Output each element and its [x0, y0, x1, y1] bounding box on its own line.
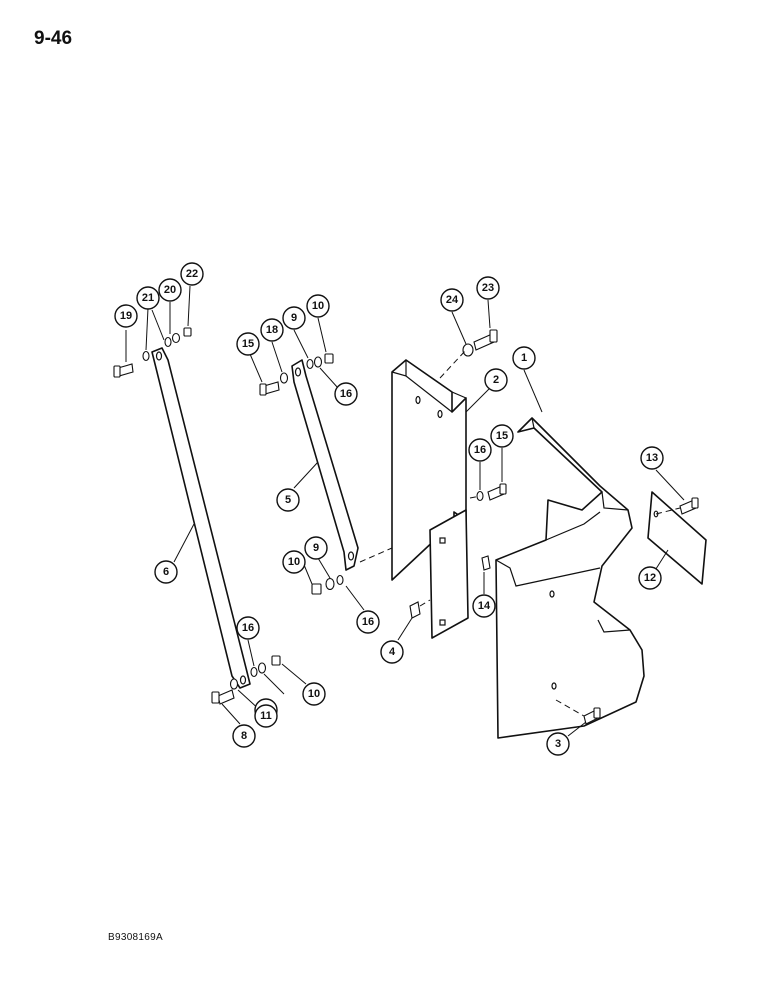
- callout-label: 15: [496, 430, 508, 442]
- page-number: 9-46: [34, 28, 73, 49]
- callout-label: 21: [142, 292, 154, 304]
- callout-label: 16: [340, 388, 352, 400]
- callout-label: 9: [291, 312, 297, 324]
- callout-6: 6: [154, 560, 178, 584]
- callout-21: 21: [136, 286, 160, 310]
- hardware-fasteners: [113, 327, 699, 725]
- callout-19: 19: [114, 304, 138, 328]
- support-rod-long: [151, 347, 251, 689]
- callout-16-lower: 16: [356, 610, 380, 634]
- callout-label: 6: [163, 566, 169, 578]
- callout-8: 8: [232, 724, 256, 748]
- callout-label: 1: [521, 352, 527, 364]
- callout-23: 23: [476, 276, 500, 300]
- assembly-lines: [359, 349, 681, 717]
- callout-16-mid: 16: [468, 438, 492, 462]
- callout-label: 11: [260, 710, 272, 722]
- callout-13: 13: [640, 446, 664, 470]
- callout-label: 15: [242, 338, 254, 350]
- callout-12: 12: [638, 566, 662, 590]
- callout-1: 1: [512, 346, 536, 370]
- callout-14: 14: [472, 594, 496, 618]
- callout-label: 20: [164, 284, 176, 296]
- callout-label: 12: [644, 572, 656, 584]
- callout-22: 22: [180, 262, 204, 286]
- callout-label: 10: [308, 688, 320, 700]
- callout-label: 24: [446, 294, 459, 306]
- callout-label: 8: [241, 730, 247, 742]
- mounting-bracket: [391, 359, 469, 639]
- callout-16-top: 16: [334, 382, 358, 406]
- callout-9-top: 9: [282, 306, 306, 330]
- callout-11-real: 11: [254, 704, 278, 728]
- callout-label: 14: [478, 600, 491, 612]
- callout-20: 20: [158, 278, 182, 302]
- callout-3: 3: [546, 732, 570, 756]
- callout-24: 24: [440, 288, 464, 312]
- callout-label: 18: [266, 324, 278, 336]
- figure-code: B9308169A: [108, 932, 163, 943]
- side-shield-panel: [495, 417, 645, 739]
- callout-label: 16: [242, 622, 254, 634]
- leader-lines: [125, 285, 685, 737]
- callout-label: 16: [474, 444, 486, 456]
- callout-label: 10: [288, 556, 300, 568]
- callout-label: 5: [285, 494, 291, 506]
- callout-label: 10: [312, 300, 324, 312]
- callout-9-mid: 9: [304, 536, 328, 560]
- callout-label: 23: [482, 282, 494, 294]
- callout-18: 18: [260, 318, 284, 342]
- callout-5: 5: [276, 488, 300, 512]
- callout-15-top: 15: [236, 332, 260, 356]
- callout-label: 3: [555, 738, 561, 750]
- callout-15-mid: 15: [490, 424, 514, 448]
- callout-label: 13: [646, 452, 658, 464]
- callout-10-bottom: 10: [302, 682, 326, 706]
- callout-label: 22: [186, 268, 198, 280]
- callout-10-top: 10: [306, 294, 330, 318]
- callout-10-mid: 10: [282, 550, 306, 574]
- callout-label: 19: [120, 310, 132, 322]
- callout-4: 4: [380, 640, 404, 664]
- callout-label: 2: [493, 374, 499, 386]
- callout-2: 2: [484, 368, 508, 392]
- callout-label: 16: [362, 616, 374, 628]
- callout-label: 4: [389, 646, 396, 658]
- support-rod-short: [291, 359, 359, 571]
- callout-label: 9: [313, 542, 319, 554]
- callout-16-bottom: 16: [236, 616, 260, 640]
